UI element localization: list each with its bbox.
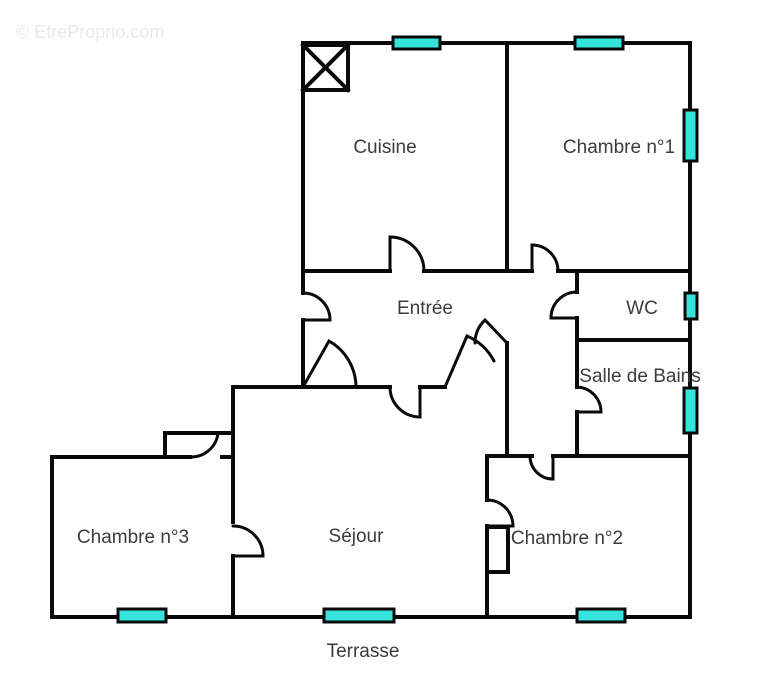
- window-chambre1-right: [682, 108, 699, 163]
- door-wc: [549, 290, 579, 320]
- door-cuisine: [388, 235, 426, 273]
- window-chambre3-bottom: [116, 607, 168, 624]
- door-chambre1: [530, 243, 560, 273]
- window-chambre2-bottom: [575, 607, 627, 624]
- door-chambre2-left: [485, 498, 515, 528]
- room-label-cuisine: Cuisine: [353, 137, 416, 158]
- room-label-terrasse: Terrasse: [327, 641, 400, 662]
- door-chambre3-sejour: [231, 524, 265, 558]
- door-corridor: [473, 317, 509, 345]
- window-sdb-right: [682, 386, 699, 435]
- door-passage: [443, 334, 496, 389]
- door-chambre3-closet: [188, 431, 220, 459]
- wall-chambre2-closet-box: [485, 525, 510, 574]
- wall-chambre3-closet-box: [163, 431, 235, 459]
- labels-group: Cuisine Chambre n°1 Entrée WC Salle de B…: [77, 137, 701, 662]
- door-chambre2-top: [528, 454, 555, 481]
- watermark-text: © EtreProprio.com: [16, 22, 164, 42]
- room-label-salle-de-bains: Salle de Bains: [579, 366, 700, 387]
- door-entree-corner: [301, 338, 358, 389]
- room-label-entree: Entrée: [397, 298, 453, 319]
- window-wc-right: [683, 291, 699, 321]
- window-sejour-bottom: [322, 607, 396, 624]
- door-entrance: [301, 291, 332, 322]
- window-cuisine-top: [391, 35, 442, 51]
- room-label-wc: WC: [626, 298, 658, 319]
- windows-group: [116, 35, 699, 624]
- room-label-sejour: Séjour: [329, 526, 385, 547]
- room-label-chambre1: Chambre n°1: [563, 137, 675, 158]
- door-sejour: [388, 385, 422, 419]
- room-label-chambre2: Chambre n°2: [511, 528, 623, 549]
- window-chambre1-top: [573, 35, 625, 51]
- shaft-x-symbol: [300, 42, 351, 93]
- room-label-chambre3: Chambre n°3: [77, 527, 189, 548]
- door-salle-de-bains: [575, 385, 603, 414]
- doors-group: [188, 235, 603, 558]
